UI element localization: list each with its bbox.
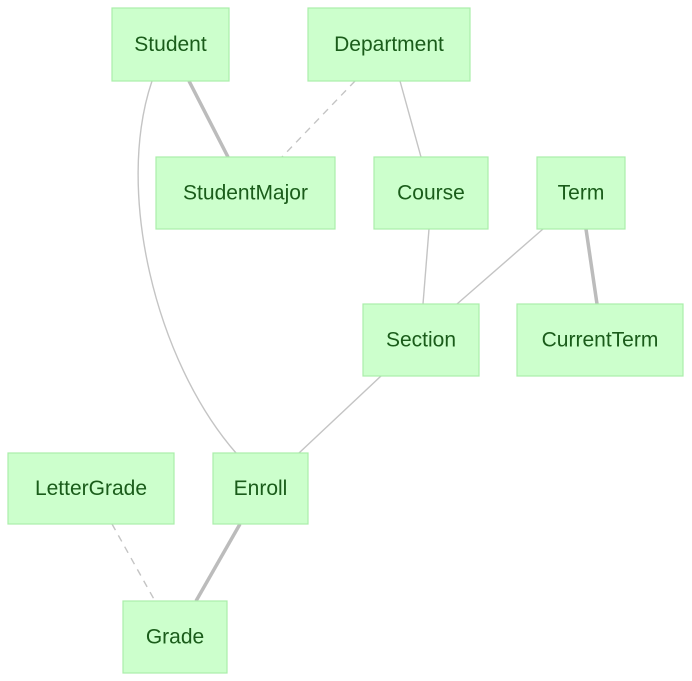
node-course[interactable]: Course xyxy=(373,156,489,230)
node-enroll[interactable]: Enroll xyxy=(212,452,309,525)
edge-department-course xyxy=(399,80,422,158)
node-department[interactable]: Department xyxy=(307,7,471,82)
node-label-grade: Grade xyxy=(146,626,204,649)
edges xyxy=(111,80,599,602)
node-label-department: Department xyxy=(334,33,444,56)
node-label-currentterm: CurrentTerm xyxy=(542,329,659,352)
node-label-studentmajor: StudentMajor xyxy=(183,182,308,205)
node-section[interactable]: Section xyxy=(362,303,480,377)
node-currentterm[interactable]: CurrentTerm xyxy=(516,303,684,377)
node-lettergrade[interactable]: LetterGrade xyxy=(7,452,175,525)
edge-section-enroll xyxy=(298,375,382,454)
edge-enroll-grade xyxy=(194,523,242,602)
edge-term-currentterm xyxy=(584,228,599,305)
edge-student-studentmajor xyxy=(187,80,230,158)
edge-student-enroll xyxy=(137,80,237,454)
edge-lettergrade-grade xyxy=(111,523,156,602)
node-label-enroll: Enroll xyxy=(234,477,288,500)
node-term[interactable]: Term xyxy=(536,156,626,230)
edge-course-section xyxy=(422,228,430,305)
node-label-course: Course xyxy=(397,182,465,205)
node-label-term: Term xyxy=(558,182,605,205)
node-label-lettergrade: LetterGrade xyxy=(35,477,147,500)
node-grade[interactable]: Grade xyxy=(122,600,228,674)
node-studentmajor[interactable]: StudentMajor xyxy=(155,156,336,230)
node-student[interactable]: Student xyxy=(111,7,230,82)
node-label-section: Section xyxy=(386,329,456,352)
edge-department-studentmajor xyxy=(281,80,356,158)
node-label-student: Student xyxy=(134,33,207,56)
edge-term-section xyxy=(456,228,544,305)
